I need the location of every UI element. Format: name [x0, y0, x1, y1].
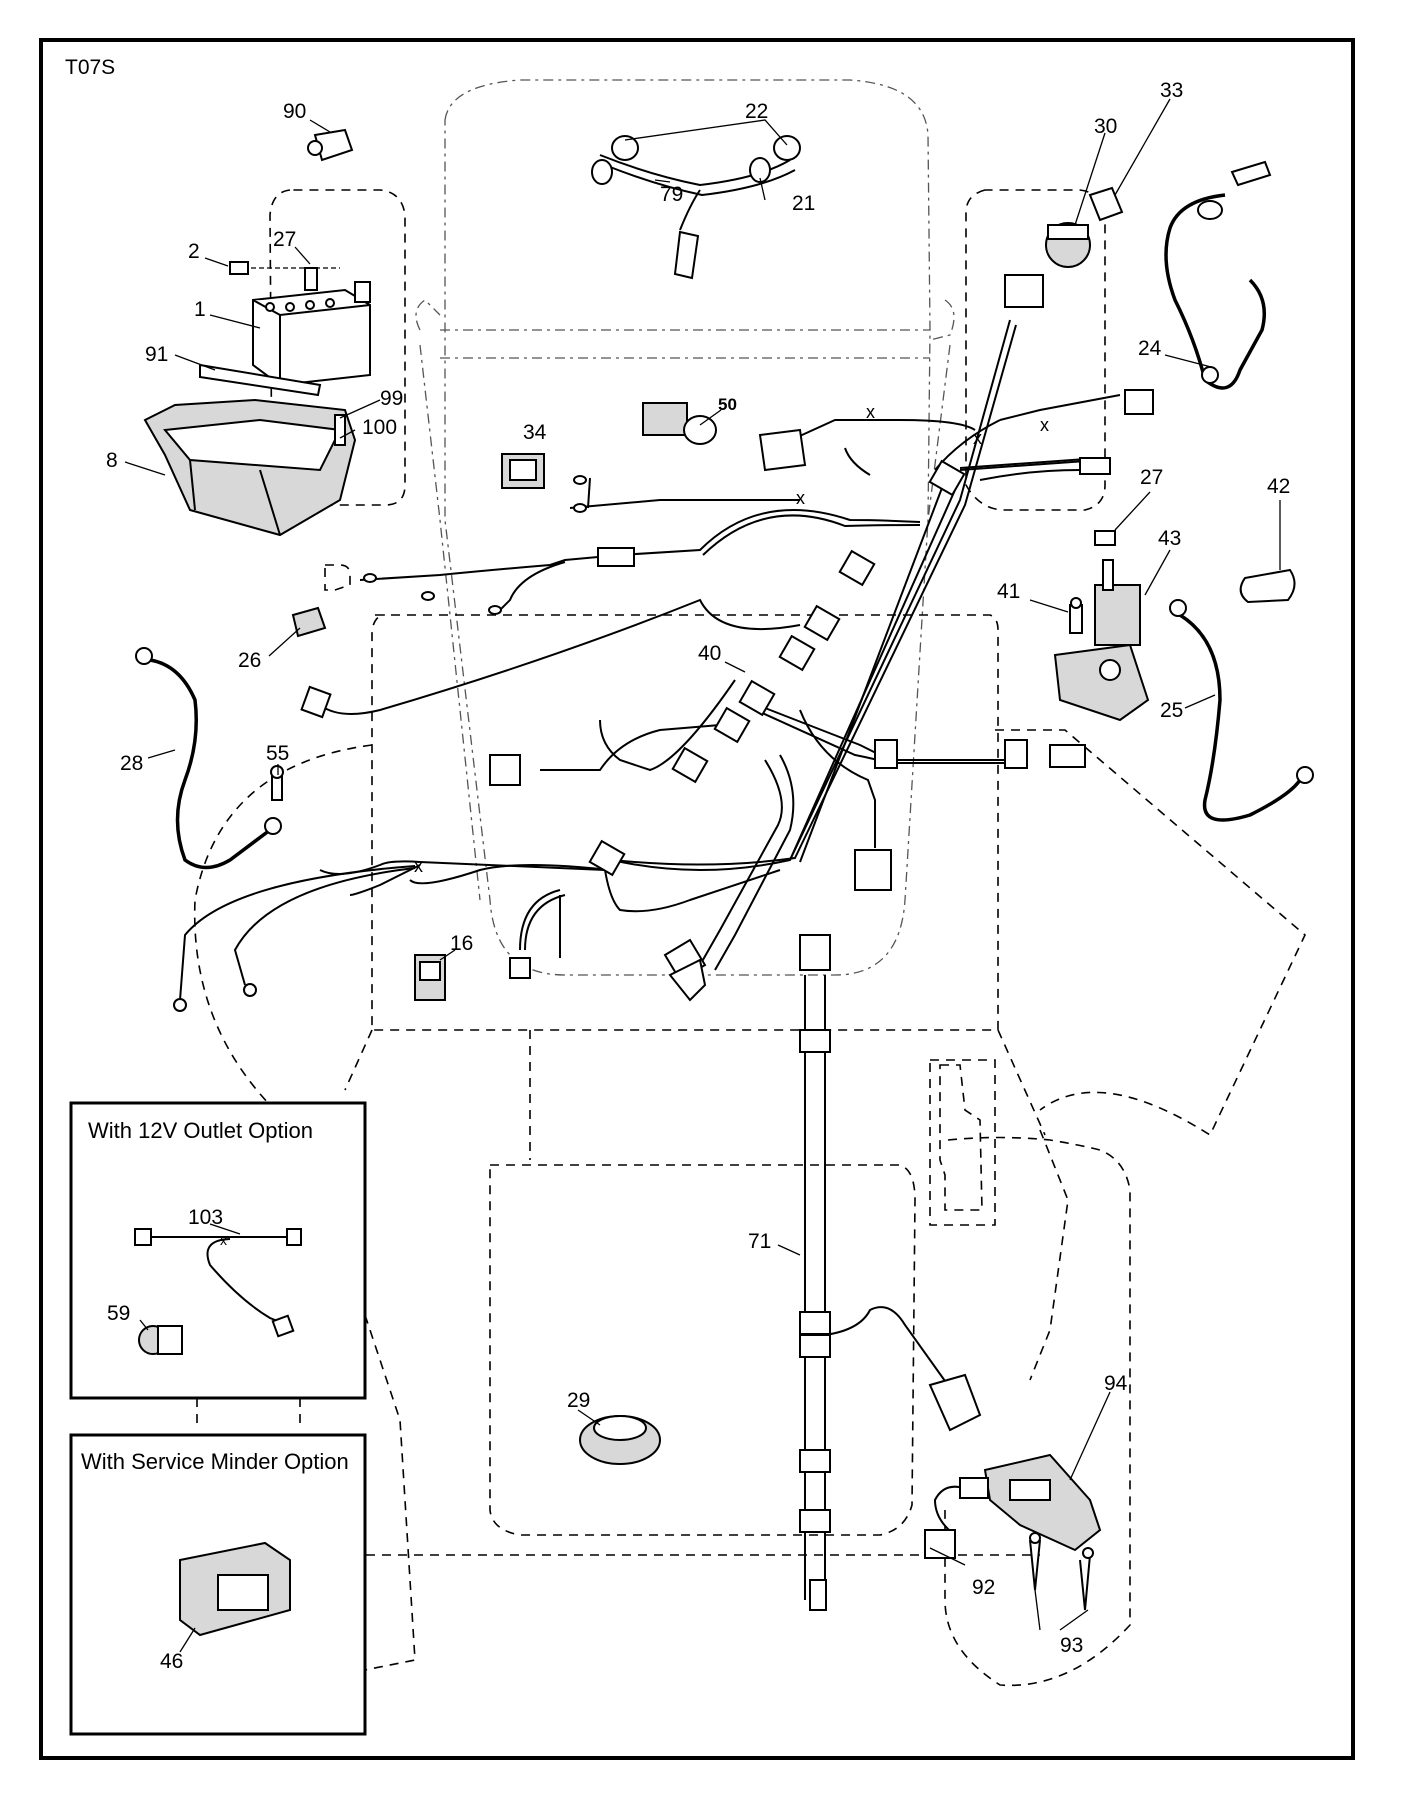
callout-27b: 27 [1140, 466, 1163, 489]
part-8-tray [143, 398, 357, 537]
ground-terminals [173, 983, 257, 1012]
svg-text:x: x [1040, 415, 1049, 435]
svg-text:x: x [414, 856, 423, 876]
callout-16: 16 [450, 932, 473, 955]
callout-92: 92 [972, 1576, 995, 1599]
svg-text:x: x [973, 428, 982, 448]
part-59-socket [138, 1325, 183, 1355]
callout-90: 90 [283, 100, 306, 123]
callout-24: 24 [1138, 337, 1162, 360]
part-103-harness: x [134, 1228, 302, 1338]
part-34-switch [501, 453, 545, 489]
callout-leaders [124, 98, 1281, 1653]
callout-26: 26 [238, 649, 261, 672]
callout-29: 29 [567, 1389, 590, 1412]
callout-71: 71 [748, 1230, 771, 1253]
part-94-module [983, 1453, 1102, 1552]
callout-46: 46 [160, 1650, 183, 1673]
inset-outlet-title: With 12V Outlet Option [88, 1118, 313, 1143]
part-55-screw [270, 765, 284, 801]
callout-94: 94 [1104, 1372, 1128, 1395]
part-headlights [591, 135, 801, 280]
callout-34: 34 [523, 421, 547, 444]
part-92-harness [924, 1477, 989, 1559]
diagram-code: T07S [65, 56, 115, 79]
part-16-relay [414, 954, 446, 1001]
svg-text:x: x [220, 1232, 227, 1248]
callout-1: 1 [194, 298, 206, 321]
callout-30: 30 [1094, 115, 1117, 138]
inset-12v-outlet: With 12V Outlet Option x [69, 1101, 367, 1400]
part-93-screws [1029, 1532, 1094, 1611]
callout-8: 8 [106, 449, 118, 472]
part-24-cable [1164, 160, 1272, 390]
part-91-strap [199, 363, 322, 397]
callout-50: 50 [718, 395, 737, 414]
callout-27a: 27 [273, 228, 296, 251]
part-33-key [1088, 186, 1124, 222]
part-30-ignition-switch [1045, 222, 1091, 268]
part-battery [229, 261, 371, 387]
callout-2: 2 [188, 240, 200, 263]
part-29-horn [579, 1415, 661, 1465]
svg-text:x: x [796, 488, 805, 508]
part-41-bolt [1069, 597, 1083, 634]
svg-text:x: x [866, 402, 875, 422]
callout-91: 91 [145, 343, 168, 366]
callout-99: 99 [380, 387, 403, 410]
harness-clips [588, 459, 1028, 877]
callout-28: 28 [120, 752, 143, 775]
inset-service-minder: With Service Minder Option [69, 1433, 367, 1736]
callout-33: 33 [1160, 79, 1183, 102]
callout-79: 79 [660, 183, 683, 206]
part-42-boot [1239, 568, 1296, 604]
callout-40: 40 [698, 642, 721, 665]
callout-103: 103 [188, 1206, 223, 1229]
callout-55: 55 [266, 742, 289, 765]
harness-connectors [300, 274, 1154, 1002]
part-50-switch [642, 402, 717, 445]
callout-22: 22 [745, 100, 768, 123]
callout-numbers: 90 22 79 21 30 33 2 27 1 91 99 100 8 50 … [106, 79, 1290, 1673]
rear-harness-71 [799, 934, 982, 1611]
main-harness: x x x x x [179, 274, 1154, 1002]
callout-100: 100 [362, 416, 397, 439]
part-43-solenoid [1053, 559, 1150, 722]
part-46-minder-display [179, 1541, 291, 1637]
callout-21: 21 [792, 192, 815, 215]
part-26-fuse [291, 606, 327, 638]
part-28-cable [135, 647, 282, 870]
callout-59: 59 [107, 1302, 130, 1325]
callout-25: 25 [1160, 699, 1183, 722]
callout-93: 93 [1060, 1634, 1083, 1657]
diagram-frame [39, 38, 1355, 1760]
callout-43: 43 [1158, 527, 1181, 550]
callout-42: 42 [1267, 475, 1290, 498]
inset-minder-title: With Service Minder Option [81, 1449, 349, 1474]
callout-41: 41 [997, 580, 1020, 603]
part-90 [307, 128, 354, 162]
part-27-nut [1094, 530, 1116, 546]
part-25-cable [1169, 599, 1314, 822]
